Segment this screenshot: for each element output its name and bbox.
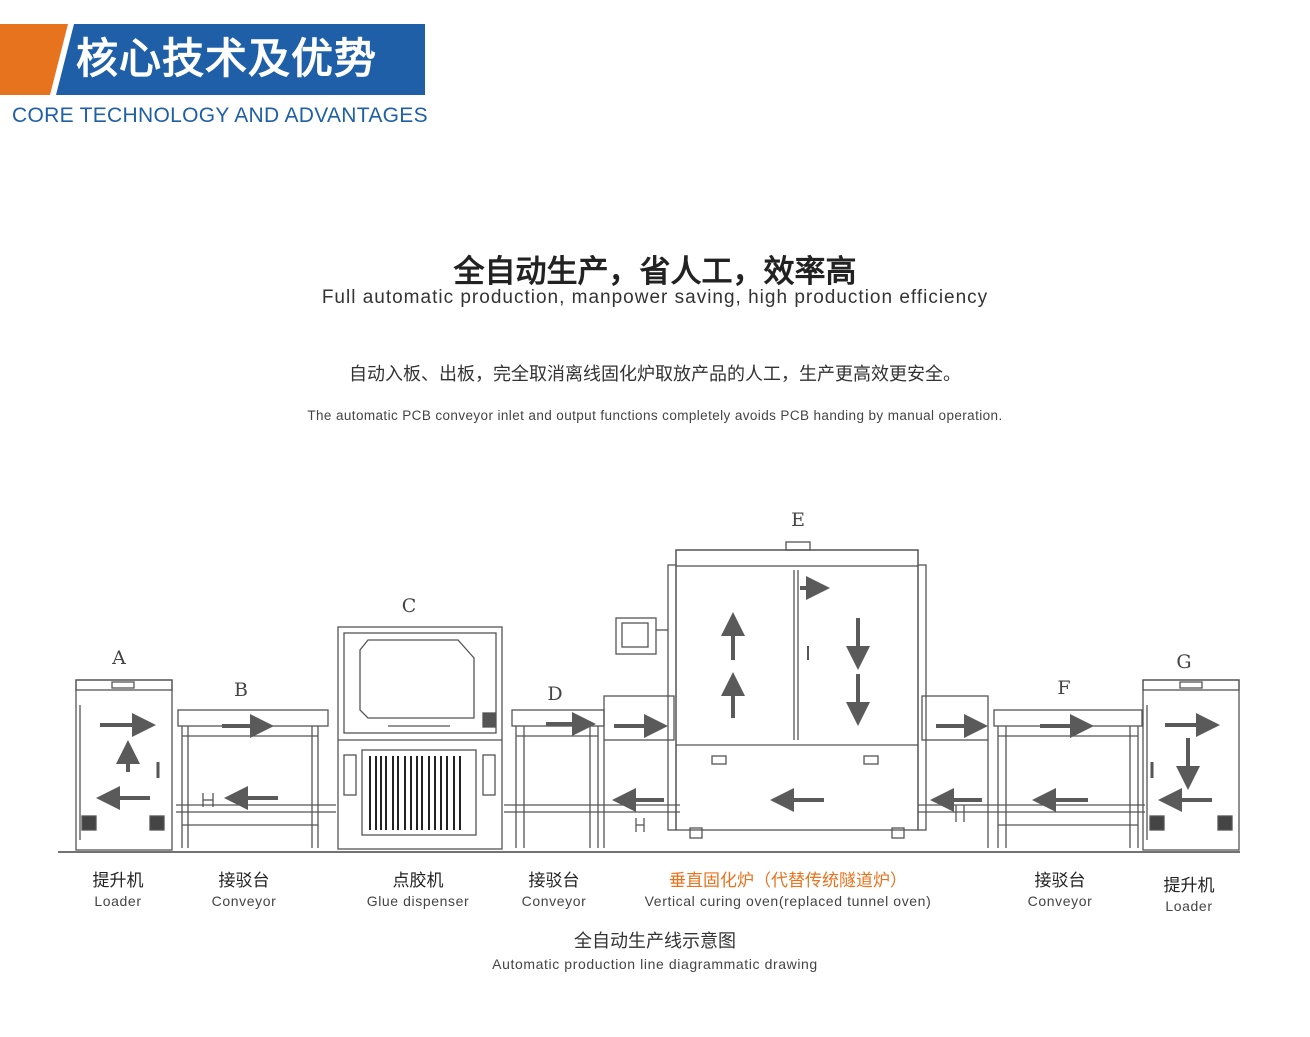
glue-dispenser-c (337, 626, 503, 850)
station-label-en: Conveyor (1027, 893, 1093, 909)
letter-c: C (402, 595, 417, 617)
diagram-caption-en: Automatic production line diagrammatic d… (492, 956, 818, 972)
station-label-en: Glue dispenser (366, 893, 470, 909)
station-label-cn: 接驳台 (528, 871, 580, 891)
header-blue-block (56, 24, 425, 95)
header-orange-block (0, 24, 68, 95)
production-line-diagram: A B C D E F G (58, 509, 1240, 853)
loader-g (1142, 679, 1240, 851)
station-label-cn: 提升机 (92, 871, 144, 891)
station-label-cn: 点胶机 (392, 871, 444, 891)
letter-f: F (1057, 677, 1070, 699)
letter-b: B (234, 679, 248, 701)
flow-arrows (96, 576, 1220, 812)
station-label-cn: 提升机 (1163, 876, 1215, 896)
station-label-cn: 接驳台 (1034, 871, 1086, 891)
station-label-conveyor-f: 接驳台 Conveyor (950, 870, 1170, 910)
header-title: 核心技术及优势 (76, 34, 378, 83)
diagram-caption: 全自动生产线示意图 Automatic production line diag… (0, 930, 1310, 974)
station-label-curing-oven-e: 垂直固化炉（代替传统隧道炉） Vertical curing oven(repl… (613, 870, 963, 910)
headline-en: Full automatic production, manpower savi… (321, 287, 989, 308)
station-label-cn: 接驳台 (218, 871, 270, 891)
conveyor-f (918, 695, 1145, 848)
diagram-caption-cn: 全自动生产线示意图 (574, 931, 736, 952)
letter-a: A (111, 647, 126, 669)
letter-e: E (791, 509, 805, 531)
description: 自动入板、出板，完全取消离线固化炉取放产品的人工，生产更高效更安全。 (349, 364, 961, 385)
letter-g: G (1176, 651, 1191, 673)
station-label-en: Conveyor (521, 893, 587, 909)
station-label-conveyor-d: 接驳台 Conveyor (444, 870, 664, 910)
station-label-glue-dispenser-c: 点胶机 Glue dispenser (308, 870, 528, 910)
station-label-loader-g: 提升机 Loader (1079, 875, 1299, 915)
station-label-cn: 垂直固化炉（代替传统隧道炉） (669, 871, 907, 891)
station-label-en: Loader (94, 893, 142, 909)
station-label-en: Loader (1165, 898, 1213, 914)
station-label-en: Conveyor (211, 893, 277, 909)
letter-d: D (547, 683, 562, 705)
conveyor-b (176, 709, 336, 848)
conveyor-d (504, 695, 680, 848)
description-en: The automatic PCB conveyor inlet and out… (307, 408, 1003, 423)
headline: 全自动生产，省人工，效率高 (453, 254, 857, 290)
vertical-curing-oven-e (615, 541, 927, 839)
station-label-en: Vertical curing oven(replaced tunnel ove… (644, 893, 932, 909)
station-label-conveyor-b: 接驳台 Conveyor (134, 870, 354, 910)
header-banner (0, 24, 425, 95)
loader-a (75, 679, 173, 851)
station-label-loader-a: 提升机 Loader (8, 870, 228, 910)
header-subtitle: CORE TECHNOLOGY AND ADVANTAGES (12, 104, 428, 127)
